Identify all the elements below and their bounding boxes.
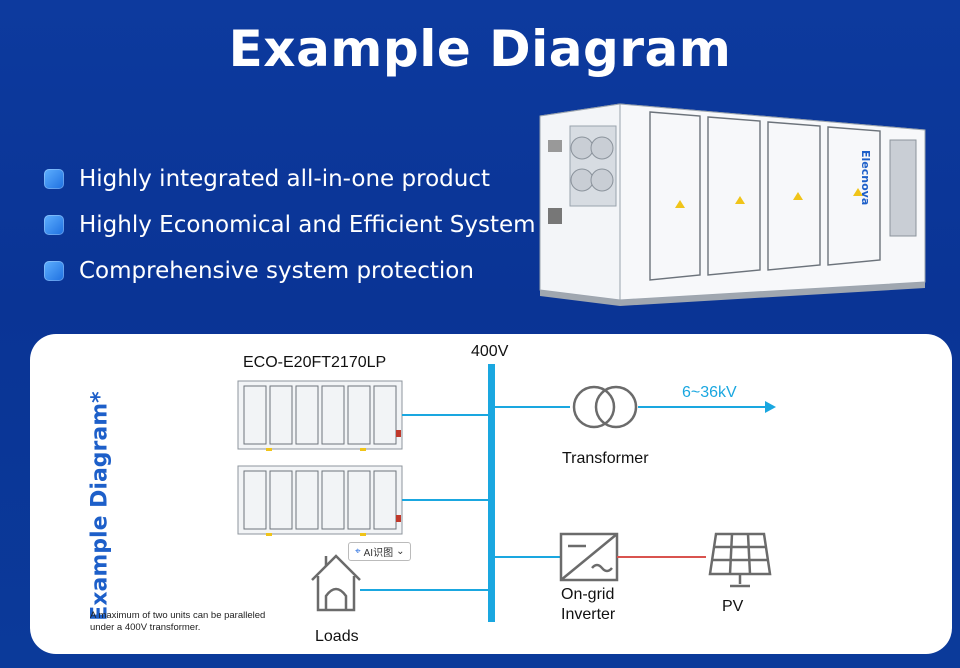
feature-item: Highly Economical and Efficient System: [44, 202, 536, 248]
ai-recognize-button[interactable]: ⌖ AI识图 ⌄: [348, 542, 412, 561]
grid-voltage-label: 6~36kV: [682, 384, 737, 401]
side-title: Example Diagram*: [87, 391, 113, 621]
parallel-note: A maximum of two units can be paralleled…: [90, 610, 266, 633]
bullet-icon: [44, 169, 64, 189]
feature-text: Highly Economical and Efficient System: [79, 212, 536, 238]
bullet-icon: [44, 215, 64, 235]
feature-item: Highly integrated all-in-one product: [44, 156, 536, 202]
transformer-label: Transformer: [562, 450, 649, 467]
feature-list: Highly integrated all-in-one product Hig…: [44, 156, 536, 294]
chevron-down-icon: ⌄: [396, 546, 405, 557]
inverter-label-line1: On-grid: [561, 586, 615, 603]
busbar-400v: [488, 364, 495, 622]
ai-chip-label: AI识图: [363, 548, 394, 559]
feature-text: Comprehensive system protection: [79, 258, 474, 284]
arrow-right-icon: [765, 401, 776, 413]
house-icon: [311, 554, 361, 612]
bullet-icon: [44, 261, 64, 281]
battery-unit-1: [237, 380, 403, 451]
feature-text: Highly integrated all-in-one product: [79, 166, 490, 192]
loads-label: Loads: [315, 628, 359, 645]
diagram-panel: [30, 334, 952, 654]
model-label: ECO-E20FT2170LP: [243, 354, 387, 371]
pv-label: PV: [722, 598, 744, 615]
feature-item: Comprehensive system protection: [44, 248, 536, 294]
scan-icon: ⌖: [355, 546, 361, 557]
battery-container-image: Elecnova: [539, 103, 926, 306]
transformer-icon: [572, 385, 638, 429]
solar-panel-icon: [708, 532, 772, 588]
brand-logo: Elecnova: [859, 150, 872, 205]
bus-voltage-label: 400V: [471, 343, 509, 360]
battery-unit-2: [237, 465, 403, 536]
inverter-label-line2: Inverter: [561, 606, 616, 623]
inverter-icon: [559, 532, 619, 582]
page-title: Example Diagram: [228, 20, 732, 78]
single-line-diagram: [237, 364, 776, 622]
